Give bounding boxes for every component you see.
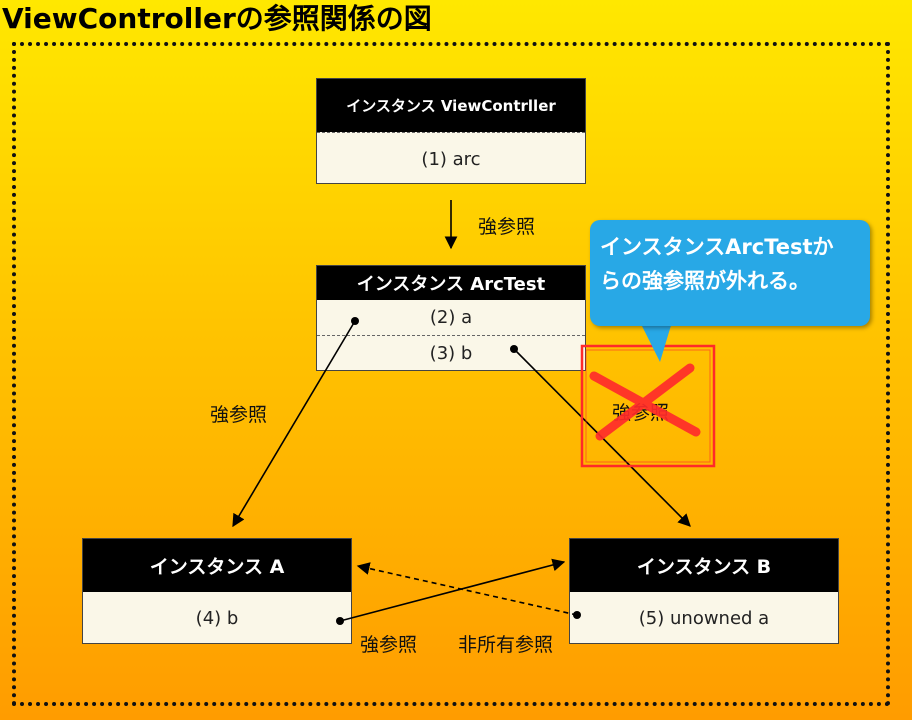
cross-x-icon <box>589 363 701 441</box>
arrow-arctest-to-a <box>232 320 356 528</box>
box-arctest-row-b: (3) b <box>317 335 585 371</box>
box-viewcontroller-row-arc: (1) arc <box>317 132 585 185</box>
box-instance-b: インスタンス B (5) unowned a <box>569 538 839 644</box>
label-arctest-to-a: 強参照 <box>210 404 268 426</box>
box-instance-b-row-unowned-a: (5) unowned a <box>638 607 770 629</box>
page-title: ViewControllerの参照関係の図 <box>2 2 432 35</box>
label-b-to-a-unowned: 非所有参照 <box>458 634 554 656</box>
callout-pointer <box>640 322 672 362</box>
label-vc-to-arctest: 強参照 <box>478 216 536 238</box>
callout-line-1: インスタンスArcTestか <box>600 235 834 259</box>
box-instance-a-header: インスタンス A <box>83 539 351 592</box>
cross-box-inner <box>585 349 711 463</box>
cross-box <box>580 344 716 468</box>
box-arctest: インスタンス ArcTest (2) a (3) b <box>316 265 586 371</box>
box-arctest-row-a: (2) a <box>429 307 473 328</box>
callout-bubble: インスタンスArcTestか らの強参照が外れる。 <box>590 220 870 326</box>
box-viewcontroller: インスタンス ViewContrller (1) arc <box>316 78 586 184</box>
box-arctest-header: インスタンス ArcTest <box>317 266 585 300</box>
arrow-b-to-a-unowned <box>356 562 578 616</box>
callout-line-2: らの強参照が外れる。 <box>600 269 810 293</box>
box-instance-b-header: インスタンス B <box>570 539 838 592</box>
box-instance-a-row-b: (4) b <box>195 607 239 629</box>
box-viewcontroller-header: インスタンス ViewContrller <box>317 79 585 132</box>
arrow-a-to-b <box>339 558 566 622</box>
label-a-to-b: 強参照 <box>360 634 418 656</box>
box-instance-a: インスタンス A (4) b <box>82 538 352 644</box>
diagram-frame <box>12 42 890 706</box>
